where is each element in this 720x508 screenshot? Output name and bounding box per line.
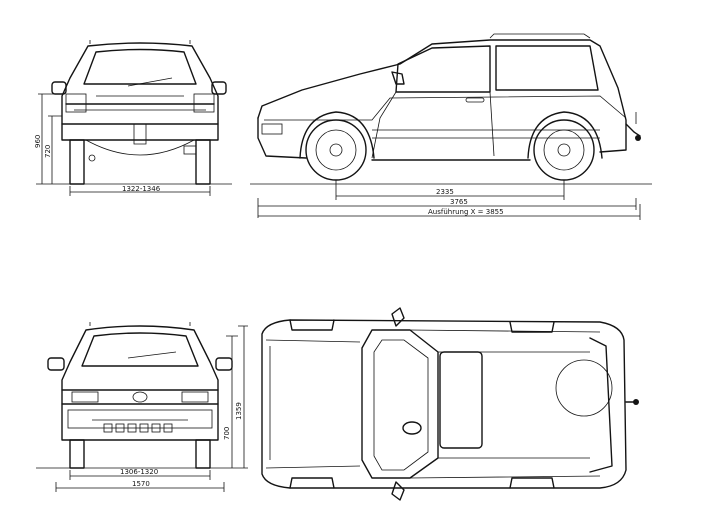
wheelbase-label: 2335 [436,188,454,196]
front-view [47,322,233,469]
rear-view [51,40,227,185]
rear-track-label: 1322-1346 [122,185,161,193]
length-label: 3765 [450,198,468,206]
front-height-label: 1359 [235,402,243,420]
front-view-dimensions: 1359 700 1306-1320 1570 [36,325,248,492]
length-variant-label: Ausführung X = 3855 [428,208,504,216]
side-view [257,33,641,181]
rear-view-dimensions: 960 720 1322-1346 [34,93,232,196]
front-width-label: 1570 [132,480,150,488]
side-view-dimensions: 2335 3765 Ausführung X = 3855 [250,180,652,220]
rear-height-outer-label: 960 [34,135,42,148]
rear-height-inner-label: 720 [44,145,52,158]
top-view [261,307,639,501]
front-track-label: 1306-1320 [120,468,158,476]
front-height-inner-label: 700 [223,427,231,440]
